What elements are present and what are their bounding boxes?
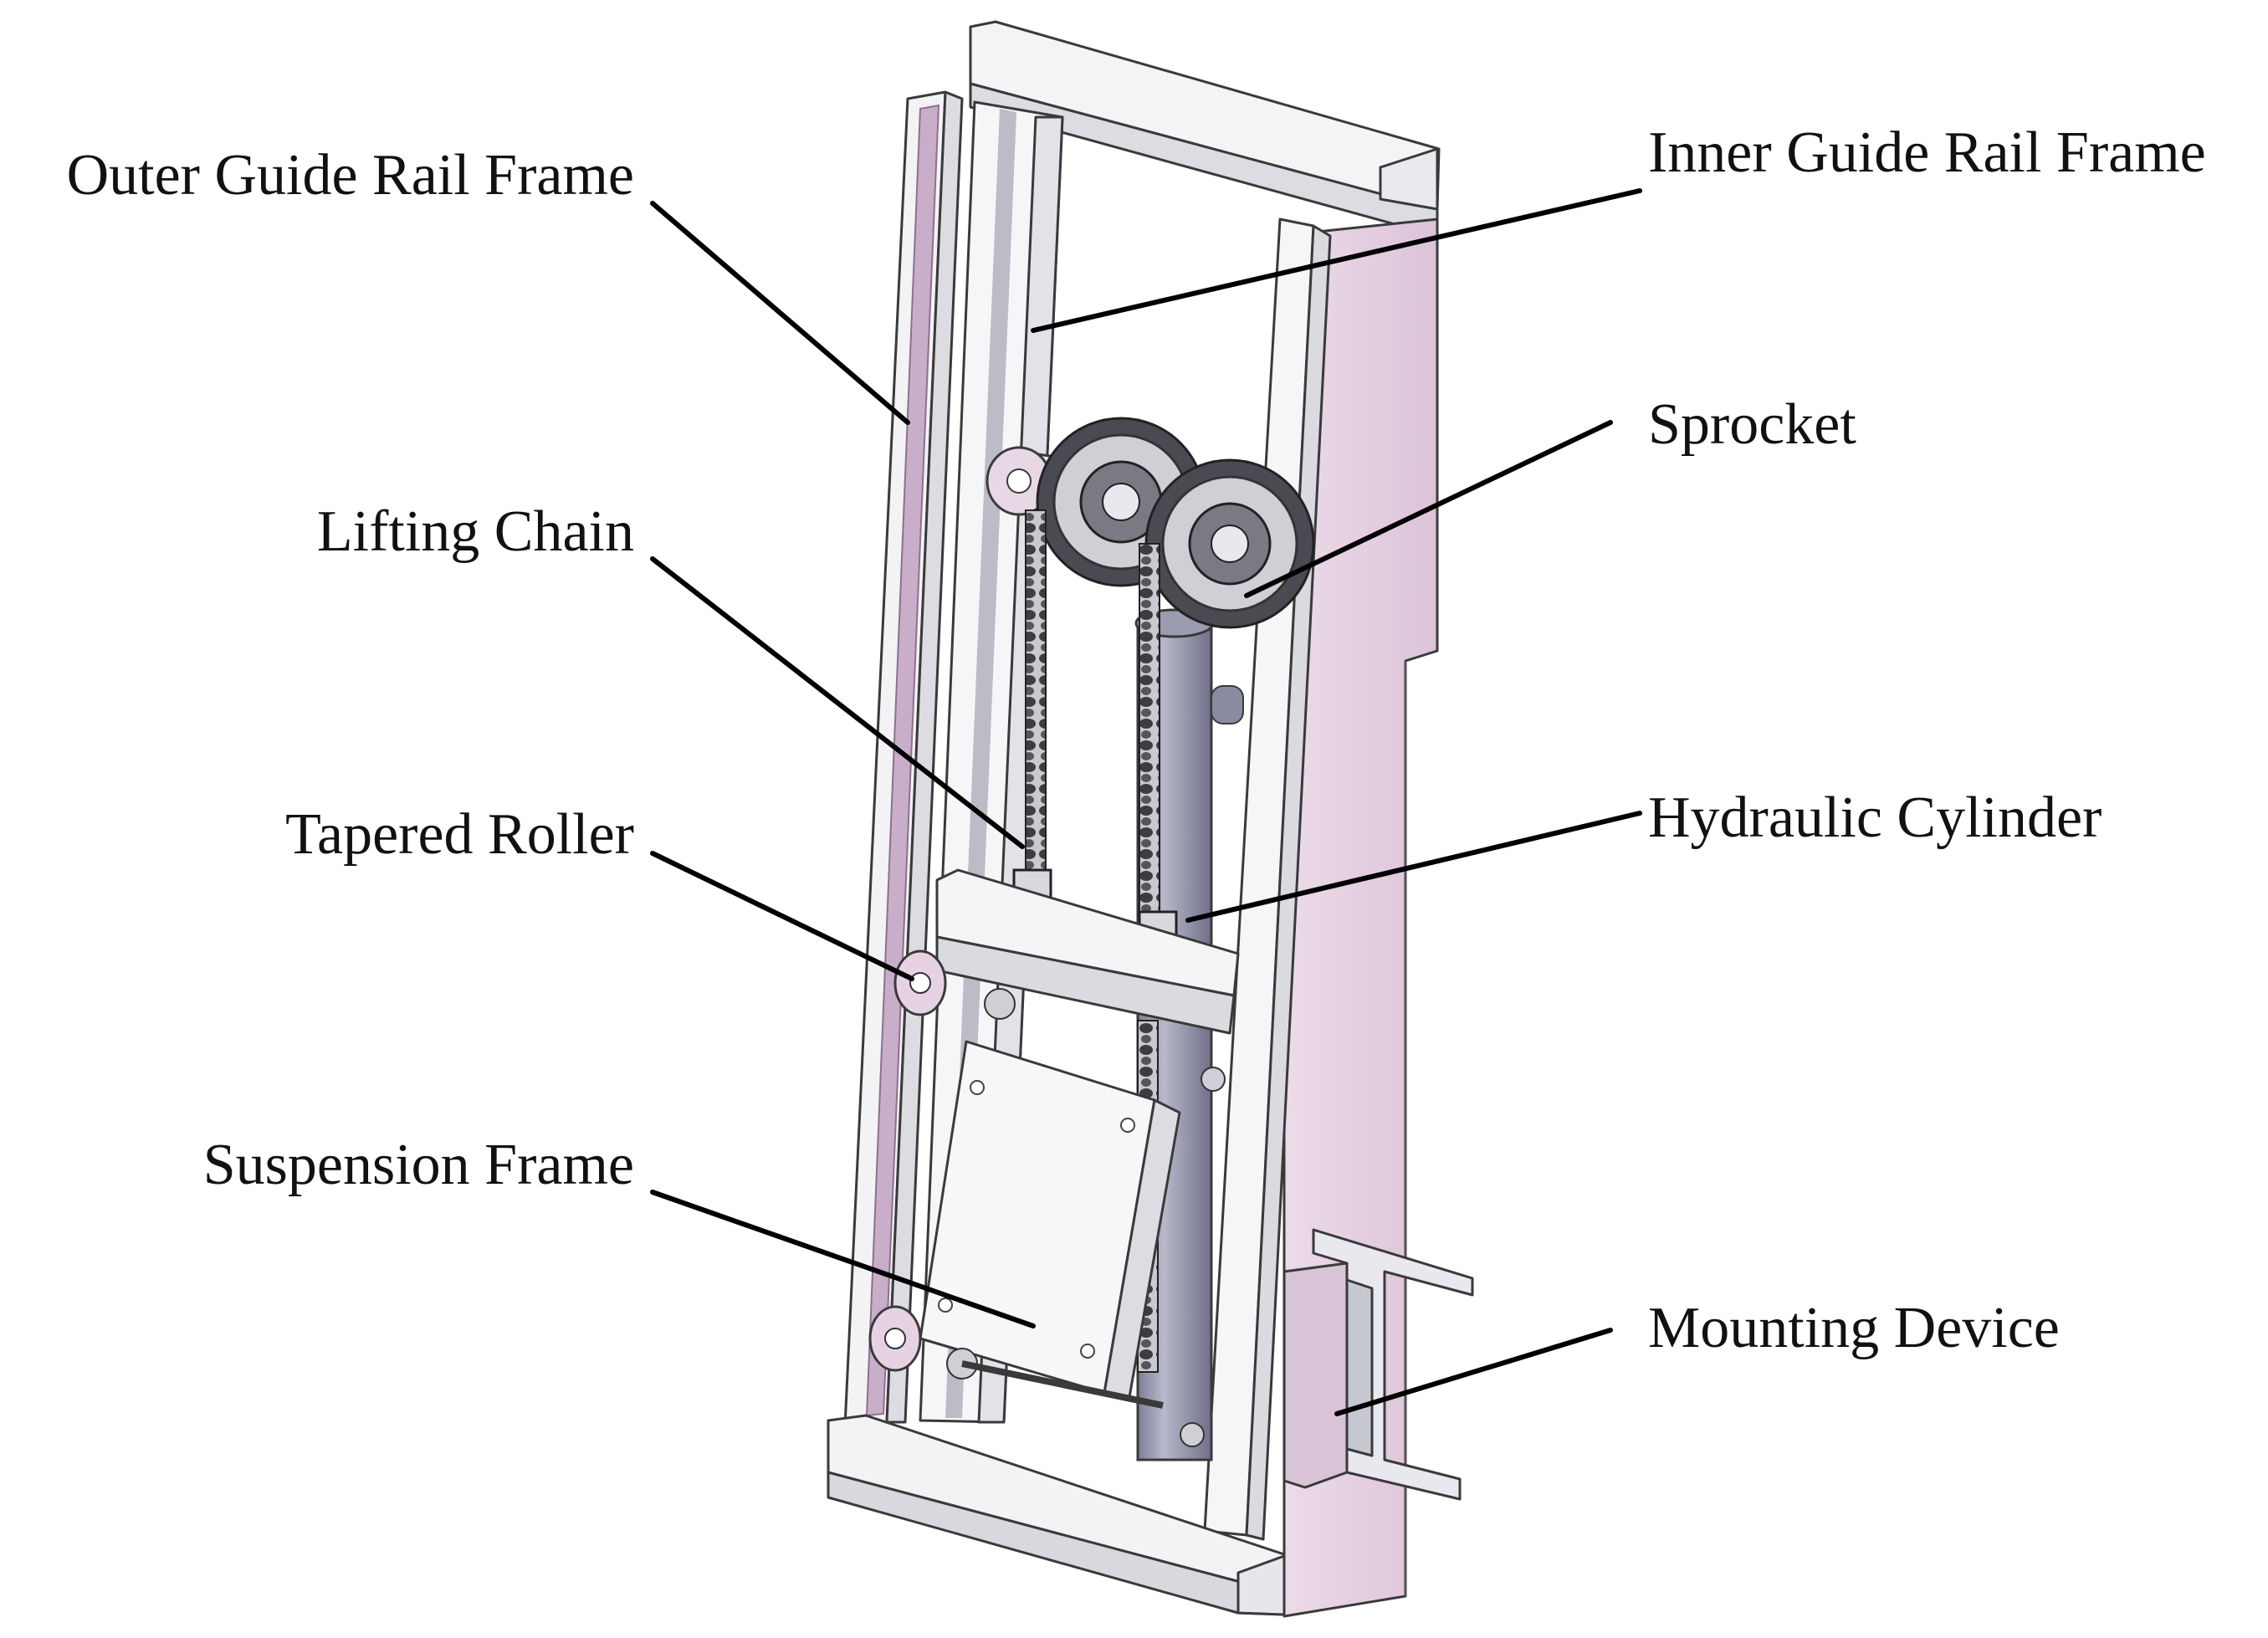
leader-hydraulic-cylinder xyxy=(1185,811,1642,923)
leader-lines xyxy=(650,188,1642,1416)
label-hydraulic-cylinder: Hydraulic Cylinder xyxy=(1648,786,2102,850)
sprocket-right xyxy=(1144,458,1315,629)
label-lifting-chain: Lifting Chain xyxy=(317,499,634,564)
leader-inner-guide-rail-frame xyxy=(1031,188,1642,333)
leader-suspension-frame xyxy=(650,1190,1036,1328)
outer-frame-left-upright xyxy=(843,90,964,1428)
machine-drawing xyxy=(827,20,1474,1618)
carriage-crossbar xyxy=(935,868,1240,1035)
callout-labels: Outer Guide Rail Frame Inner Guide Rail … xyxy=(67,120,2206,1360)
lower-tie-rod xyxy=(961,1360,1164,1409)
leader-tapered-roller xyxy=(650,851,914,981)
label-sprocket: Sprocket xyxy=(1648,392,1856,457)
leader-mounting-device xyxy=(1334,1328,1613,1416)
label-inner-guide-rail-frame: Inner Guide Rail Frame xyxy=(1648,120,2206,185)
leader-lifting-chain xyxy=(650,556,1025,849)
label-outer-guide-rail-frame: Outer Guide Rail Frame xyxy=(67,143,634,207)
leader-outer-guide-rail-frame xyxy=(650,201,910,425)
top-cross-beam xyxy=(969,20,1441,238)
leader-sprocket xyxy=(1244,420,1613,598)
bottom-cross-beam xyxy=(827,1414,1286,1616)
label-suspension-frame: Suspension Frame xyxy=(203,1133,634,1197)
label-tapered-roller: Tapered Roller xyxy=(285,802,634,867)
label-mounting-device: Mounting Device xyxy=(1648,1296,2060,1360)
mounting-device-bracket xyxy=(1282,1228,1474,1501)
